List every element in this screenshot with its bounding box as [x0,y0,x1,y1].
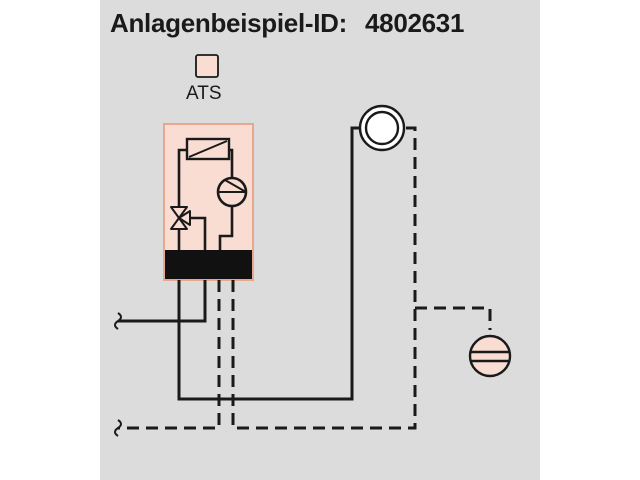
dhw-line-2 [231,126,417,430]
dhw-pipes [118,126,492,430]
dhw-line-1 [118,280,221,430]
internal-pipe [218,206,234,250]
storage-tank-icon [358,104,406,152]
heating-flow-line [177,126,362,401]
dhw-line-3 [415,306,492,330]
heat-exchanger-icon [185,137,231,161]
boiler-unit [163,123,254,281]
title-label: Anlagenbeispiel-ID: [110,8,347,38]
title-id: 4802631 [365,8,465,38]
ats-sensor-icon [195,54,219,78]
three-way-valve-icon [170,206,191,230]
pipe-end-symbol [114,419,122,437]
ats-label: ATS [186,83,222,104]
radiator-icon [468,334,512,378]
pipe-end-symbol [114,312,122,330]
boiler-base [165,250,252,279]
page-title: Anlagenbeispiel-ID: 4802631 [110,8,464,39]
heating-pipes [118,126,362,401]
pump-icon [216,176,248,208]
boiler-outlet-line [118,280,207,323]
internal-pipe [188,216,207,250]
